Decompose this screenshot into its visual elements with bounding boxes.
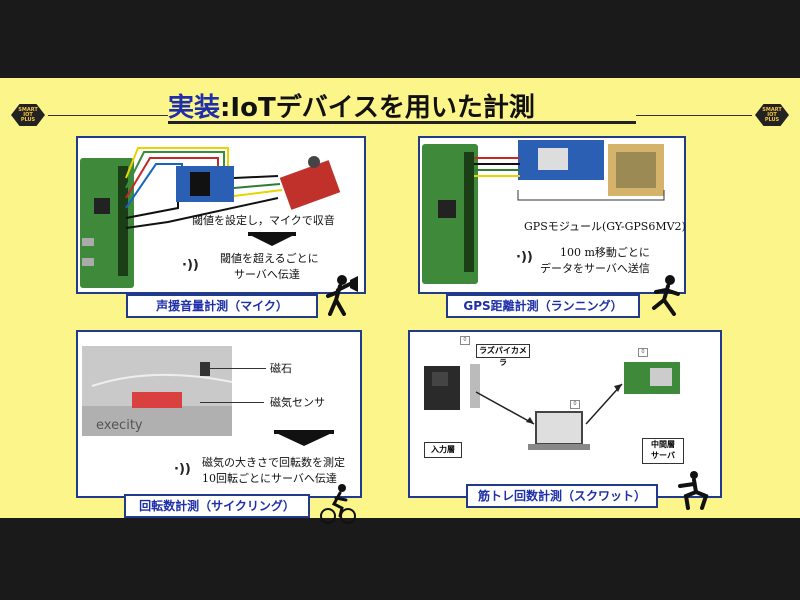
input-layer-label: 入力層 <box>424 442 462 458</box>
cycle-text-measure: 磁気の大きさで回転数を測定 <box>202 456 345 469</box>
cycle-text-send: 10回転ごとにサーバへ伝達 <box>202 472 337 485</box>
mic-label: 声援音量計測（マイク） <box>126 294 318 318</box>
mic-circuit-diagram <box>80 147 341 288</box>
mic-text-exceed: 閾値を超えるごとに <box>220 252 319 265</box>
down-arrow <box>274 432 334 446</box>
running-person-icon <box>652 275 680 316</box>
slide-title-bar: 実装:IoTデバイスを用いた計測 <box>168 87 636 124</box>
cycling-brand: execity <box>96 418 143 433</box>
gps-panel: GPSモジュール(GY-GPS6MV2) 100 m移動ごとに データをサーバへ… <box>418 136 686 294</box>
mic-text-server: サーバへ伝達 <box>234 268 300 281</box>
cheering-person-icon <box>326 275 358 316</box>
mic-panel: 閾値を設定し，マイクで収音 閾値を超えるごとに サーバへ伝達 ·)) <box>76 136 366 294</box>
wifi-icon: ·)) <box>516 250 533 265</box>
middle-layer-line1: 中間層 <box>651 440 675 449</box>
badge: 0 <box>460 336 470 345</box>
cycling-label: 回転数計測（サイクリング） <box>124 494 310 518</box>
slide-title: 実装:IoTデバイスを用いた計測 <box>168 87 535 124</box>
badge: 0 <box>638 348 648 357</box>
wifi-icon: ·)) <box>182 258 199 273</box>
gps-text-send: データをサーバへ送信 <box>540 262 650 275</box>
cycling-person-icon <box>320 484 356 524</box>
squat-diagram <box>424 362 680 450</box>
middle-layer-label: 中間層サーバ <box>642 438 684 464</box>
title-rule-left <box>48 115 168 116</box>
wifi-icon: ·)) <box>174 462 191 477</box>
gps-label: GPS距離計測（ランニング） <box>446 294 640 318</box>
mic-text-threshold: 閾値を設定し，マイクで収音 <box>192 214 335 227</box>
squat-panel: ラズパイカメラ 0 0 0 入力層 中間層サーバ <box>408 330 722 498</box>
gps-circuit-diagram <box>422 140 665 284</box>
title-colon: : <box>220 93 231 123</box>
squatting-person-icon <box>678 471 709 510</box>
sensor-pointer <box>200 402 264 403</box>
cycling-photo <box>82 346 232 436</box>
sensor-label: 磁気センサ <box>270 396 325 409</box>
title-rule-right <box>636 115 752 116</box>
gps-module-label: GPSモジュール(GY-GPS6MV2) <box>524 220 686 233</box>
magnet-label: 磁石 <box>270 362 292 375</box>
arrow-bar <box>248 232 296 236</box>
title-rest: IoTデバイスを用いた計測 <box>230 93 535 123</box>
camera-label: ラズパイカメラ <box>476 344 530 367</box>
gps-text-100m: 100 m移動ごとに <box>560 246 650 259</box>
cycling-panel: execity 磁石 磁気センサ 磁気の大きさで回転数を測定 10回転ごとにサー… <box>76 330 362 498</box>
down-arrow <box>248 234 296 246</box>
magnet-pointer <box>210 368 266 369</box>
squat-label: 筋トレ回数計測（スクワット） <box>466 484 658 508</box>
middle-layer-line2: サーバ <box>651 451 675 460</box>
title-accent: 実装 <box>168 93 221 123</box>
badge: 0 <box>570 400 580 409</box>
arrow-bar <box>274 430 334 434</box>
